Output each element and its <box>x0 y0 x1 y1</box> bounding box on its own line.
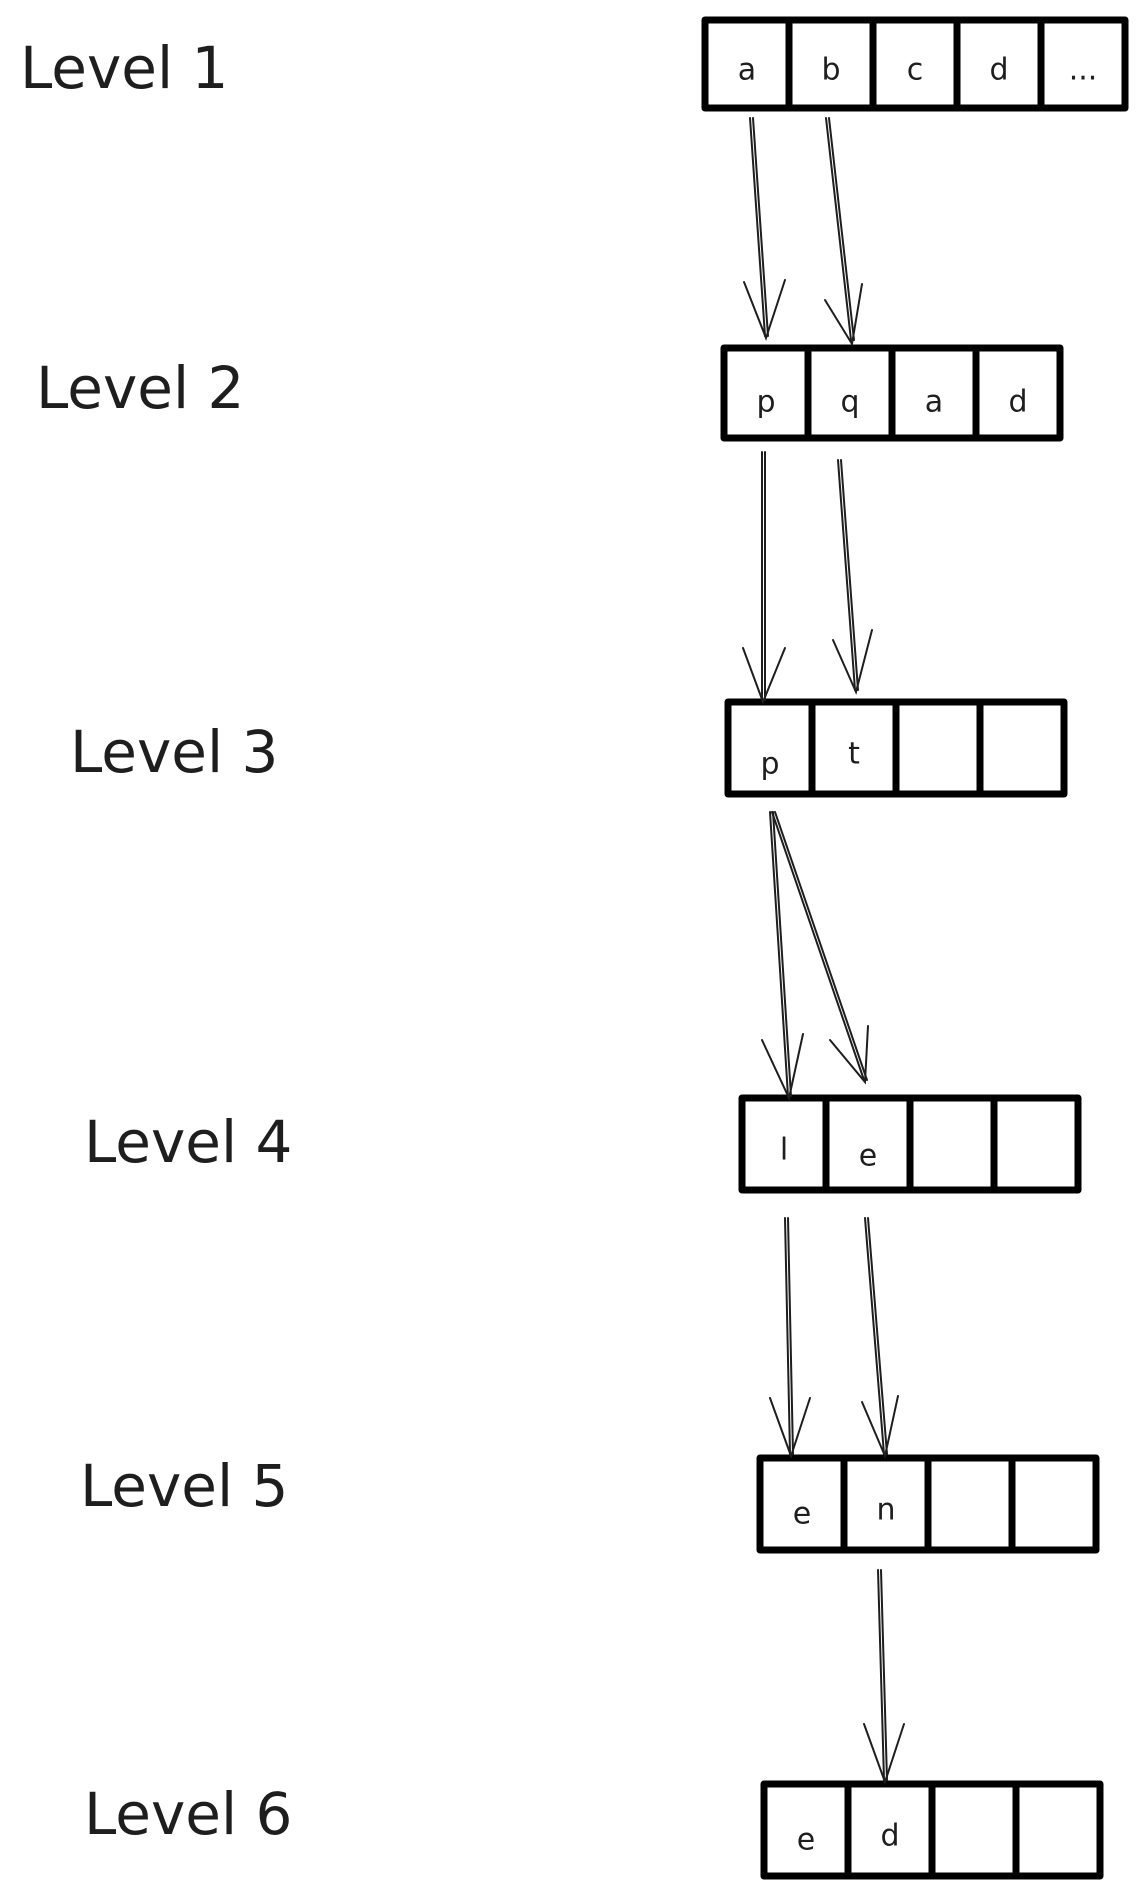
level-5-cell <box>1008 1454 1100 1554</box>
level-6-label: Level 6 <box>84 1780 292 1848</box>
level-2-cell-label: p <box>756 385 775 420</box>
level-1-cell <box>1037 16 1129 112</box>
level-6-node: e d <box>760 1780 1104 1880</box>
level-4-cell <box>906 1094 998 1194</box>
level-5-label: Level 5 <box>80 1452 288 1520</box>
level-1-cell <box>869 16 961 112</box>
level-1-cell <box>785 16 877 112</box>
level-6-cell-label: e <box>797 1823 815 1858</box>
level-1-cell-label: ... <box>1069 53 1098 88</box>
level-2-label: Level 2 <box>36 354 244 422</box>
level-3-cell <box>892 698 984 798</box>
arrow-level5-n-to-level6-d <box>863 1569 905 1786</box>
level-2-cell <box>888 344 980 442</box>
level-5-node: e n <box>756 1454 1100 1554</box>
arrow-level2-p-to-level3-p <box>742 451 786 705</box>
level-6-cell <box>760 1780 852 1880</box>
level-6-cell-label: d <box>880 1819 899 1854</box>
level-4-cell-label: l <box>780 1133 788 1168</box>
level-1-cell <box>701 16 793 112</box>
level-5-cell <box>924 1454 1016 1554</box>
level-2-cell-label: a <box>925 385 943 420</box>
level-1-label: Level 1 <box>20 34 228 102</box>
level-1-node: a b c d ... <box>701 16 1129 112</box>
arrow-level3-p-to-level4-e <box>771 811 869 1085</box>
arrow-level3-p-to-level4-l <box>761 811 804 1102</box>
level-2-cell <box>972 344 1064 442</box>
level-6-cell <box>928 1780 1020 1880</box>
level-3-label: Level 3 <box>70 718 278 786</box>
level-3-cell-label: t <box>848 737 860 772</box>
level-3-cell-label: p <box>760 747 779 782</box>
level-4-cell-label: e <box>859 1139 877 1174</box>
arrow-level4-e-to-level5-n <box>861 1217 899 1460</box>
level-1-cell-label: b <box>821 53 840 88</box>
arrow-level1-b-to-level2-q <box>824 117 863 347</box>
level-6-cell <box>1012 1780 1104 1880</box>
arrow-level4-l-to-level5-e <box>769 1217 811 1460</box>
level-2-cell-label: q <box>840 385 859 420</box>
level-3-cell <box>976 698 1068 798</box>
level-4-cell <box>990 1094 1082 1194</box>
level-1-cell-label: d <box>989 53 1008 88</box>
level-2-node: p q a d <box>720 344 1064 442</box>
arrow-level1-a-to-level2-p <box>743 117 786 341</box>
level-5-cell-label: e <box>793 1497 811 1532</box>
level-3-node: p t <box>724 698 1068 798</box>
level-6-cell <box>844 1780 936 1880</box>
level-3-cell <box>724 698 816 798</box>
level-1-cell-label: c <box>907 53 924 88</box>
level-2-cell-label: d <box>1008 385 1027 420</box>
level-1-cell-label: a <box>738 53 756 88</box>
level-4-label: Level 4 <box>84 1108 292 1176</box>
level-5-cell-label: n <box>876 1493 895 1528</box>
arrow-level2-q-to-level3-t <box>832 459 873 696</box>
level-4-node: l e <box>738 1094 1082 1194</box>
